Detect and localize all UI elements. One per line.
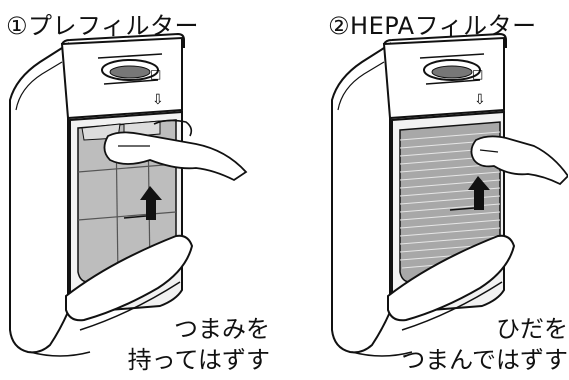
up-arrow-icon [468,176,490,210]
caption-line: ひだを [496,315,568,343]
instruction-caption: つまみを 持ってはずす [128,314,270,376]
purifier-housing [9,42,69,354]
step-title: ②HEPAフィルター [328,12,537,40]
step-pre-filter: ①プレフィルター □ ⇩ [0,0,284,380]
svg-text:□: □ [150,67,161,81]
svg-text:□: □ [472,67,483,81]
svg-text:⇩: ⇩ [474,92,486,108]
purifier-base [65,234,194,322]
svg-text:⇩: ⇩ [152,92,164,108]
step-hepa-filter: ②HEPAフィルター □ ⇩ [284,0,568,380]
hand-illustration [470,135,568,186]
purifier-housing [331,42,391,354]
air-purifier-illustration: □ ⇩ [9,32,248,357]
hand-illustration [103,131,248,182]
purifier-base [387,234,516,322]
up-arrow-icon [140,186,162,220]
caption-line: 持ってはずす [127,346,270,374]
caption-line: つまんではずす [401,346,568,374]
caption-line: つまみを [174,315,270,343]
instruction-caption: ひだを つまんではずす [401,314,568,376]
air-purifier-illustration: □ ⇩ [331,32,568,357]
